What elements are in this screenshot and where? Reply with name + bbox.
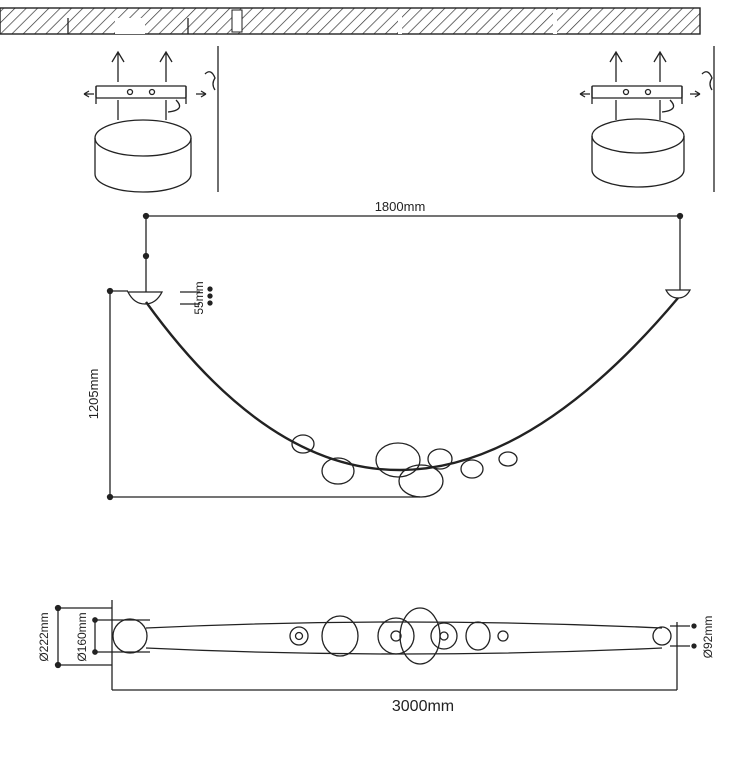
globe bbox=[398, 464, 444, 498]
width-dimension-label: 1800mm bbox=[375, 199, 426, 214]
globe-ring bbox=[377, 617, 415, 655]
globe bbox=[498, 451, 518, 467]
canopy-left bbox=[126, 291, 164, 305]
globe bbox=[399, 607, 441, 665]
ceiling-marker bbox=[231, 9, 243, 33]
diameter-medium-label: Ø160mm bbox=[75, 612, 89, 661]
screwdriver-icon bbox=[701, 71, 713, 91]
arrow-left-icon bbox=[579, 90, 590, 98]
diameter-large-label: Ø222mm bbox=[37, 612, 51, 661]
anchor-screw-icon bbox=[653, 50, 667, 82]
canopy-cylinder bbox=[94, 138, 192, 193]
globe bbox=[497, 630, 509, 642]
bar-bottom bbox=[145, 647, 663, 655]
rotate-arrow-icon bbox=[661, 99, 675, 113]
mounting-detail-right bbox=[579, 46, 715, 192]
screwdriver-icon bbox=[204, 71, 216, 91]
arrow-right-icon bbox=[196, 90, 207, 98]
ceiling-gap bbox=[115, 18, 145, 34]
bar-top bbox=[145, 621, 663, 629]
length-dimension-label: 3000mm bbox=[392, 698, 454, 715]
mounting-detail-left bbox=[67, 18, 219, 193]
globe-large bbox=[112, 618, 148, 654]
globe-ring bbox=[430, 622, 458, 650]
canopy-height-label: 55mm bbox=[192, 281, 206, 314]
globe bbox=[321, 457, 355, 485]
canopy-cylinder bbox=[591, 136, 685, 188]
front-elevation bbox=[106, 212, 692, 501]
globe-ring bbox=[289, 626, 309, 646]
canopy-right bbox=[664, 289, 692, 299]
anchor-screw-icon bbox=[111, 50, 125, 82]
globe bbox=[375, 442, 421, 478]
globe bbox=[465, 621, 491, 651]
arrow-left-icon bbox=[83, 90, 94, 98]
lamp-arc bbox=[145, 297, 679, 472]
arrow-right-icon bbox=[690, 90, 701, 98]
anchor-screw-icon bbox=[609, 50, 623, 82]
anchor-screw-icon bbox=[159, 50, 173, 82]
rotate-arrow-icon bbox=[167, 99, 181, 113]
globe bbox=[321, 615, 359, 657]
globe bbox=[427, 448, 453, 470]
globe-small bbox=[652, 626, 672, 646]
globe bbox=[460, 459, 484, 479]
height-dimension-label: 1205mm bbox=[86, 369, 101, 420]
diameter-small-label: Ø92mm bbox=[701, 616, 715, 659]
globe bbox=[291, 434, 315, 454]
ceiling bbox=[0, 7, 701, 35]
top-view bbox=[54, 600, 697, 691]
